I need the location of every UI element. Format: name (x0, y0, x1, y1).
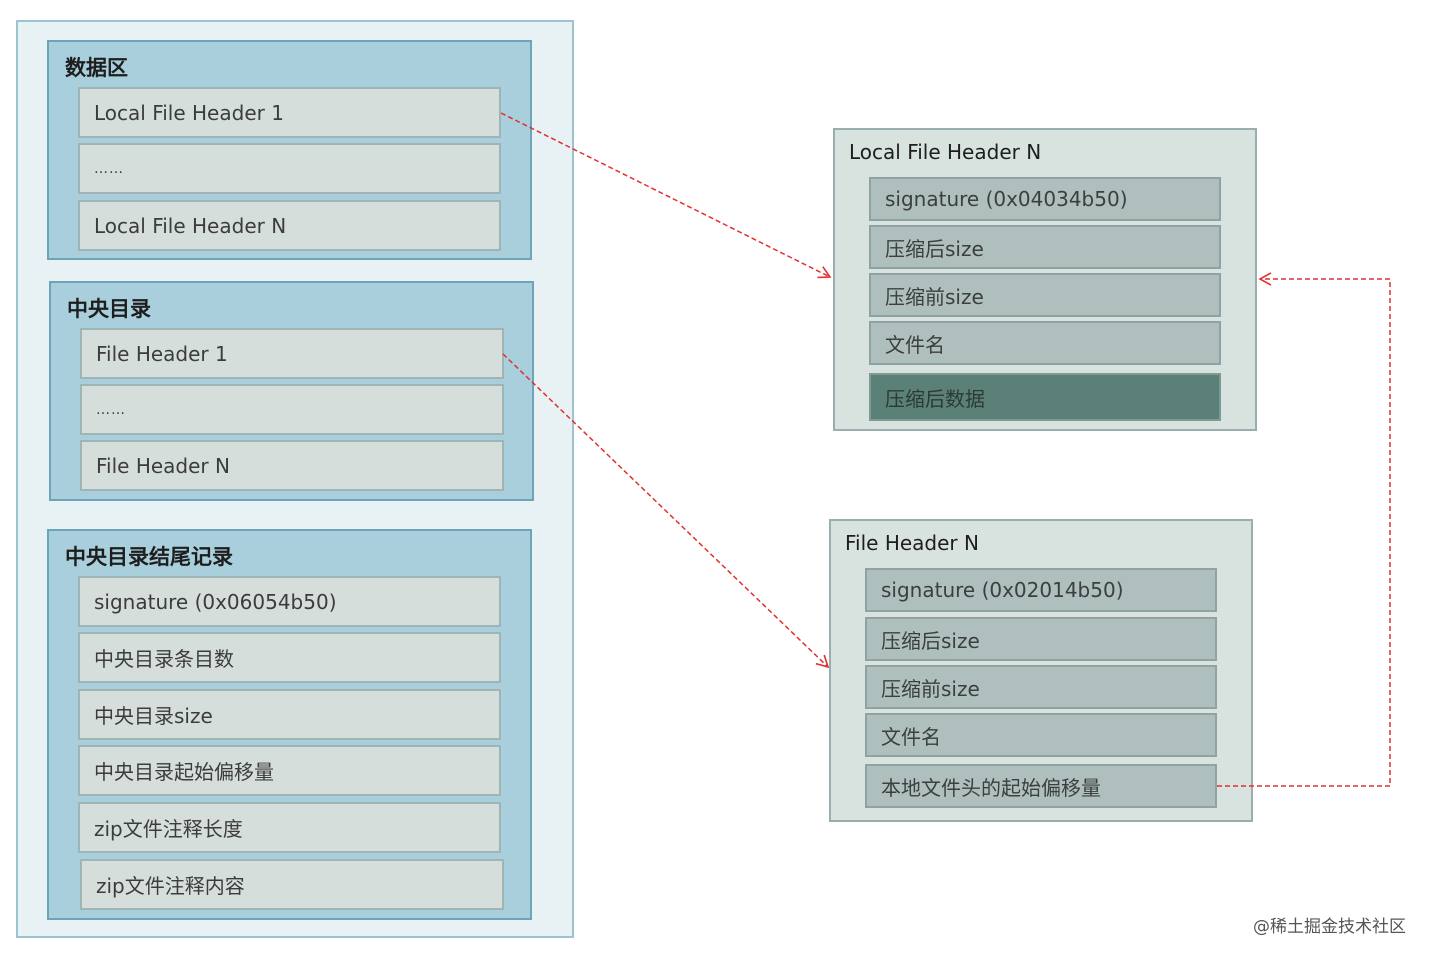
end-record-row-comment-content: zip文件注释内容 (80, 859, 504, 910)
end-record-row-signature: signature (0x06054b50) (78, 576, 501, 627)
central-directory-title: 中央目录 (67, 297, 151, 321)
data-area-row-local-file-header-1: Local File Header 1 (78, 87, 501, 138)
file-field-compressed-size: 压缩后size (865, 617, 1217, 661)
local-field-uncompressed-size: 压缩前size (869, 273, 1221, 317)
end-record-title: 中央目录结尾记录 (65, 545, 233, 569)
local-file-header-title: Local File Header N (849, 140, 1042, 164)
ellipsis-text: …… (94, 160, 124, 177)
watermark: @稀土掘金技术社区 (1253, 917, 1406, 937)
arrow-offset-link (1217, 272, 1391, 787)
end-record-row-offset: 中央目录起始偏移量 (78, 745, 501, 796)
file-field-local-header-offset: 本地文件头的起始偏移量 (865, 764, 1217, 808)
local-field-compressed-size: 压缩后size (869, 225, 1221, 269)
ellipsis-text: …… (96, 401, 126, 418)
end-record-row-comment-length: zip文件注释长度 (78, 802, 501, 853)
file-field-file-name: 文件名 (865, 713, 1217, 757)
arrow-local-header-link (500, 112, 832, 279)
arrow-file-header-link (502, 353, 830, 669)
local-field-compressed-data: 压缩后数据 (869, 373, 1221, 421)
central-directory-row-file-header-n: File Header N (80, 440, 504, 491)
file-header-title: File Header N (845, 531, 979, 555)
central-directory-row-file-header-1: File Header 1 (80, 328, 504, 379)
data-area-row-ellipsis: …… (78, 143, 501, 194)
local-field-file-name: 文件名 (869, 321, 1221, 365)
data-area-title: 数据区 (65, 56, 128, 80)
central-directory-row-ellipsis: …… (80, 384, 504, 435)
file-field-uncompressed-size: 压缩前size (865, 665, 1217, 709)
end-record-row-size: 中央目录size (78, 689, 501, 740)
file-field-signature: signature (0x02014b50) (865, 568, 1217, 612)
local-field-signature: signature (0x04034b50) (869, 177, 1221, 221)
end-record-row-entry-count: 中央目录条目数 (78, 632, 501, 683)
data-area-row-local-file-header-n: Local File Header N (78, 200, 501, 251)
